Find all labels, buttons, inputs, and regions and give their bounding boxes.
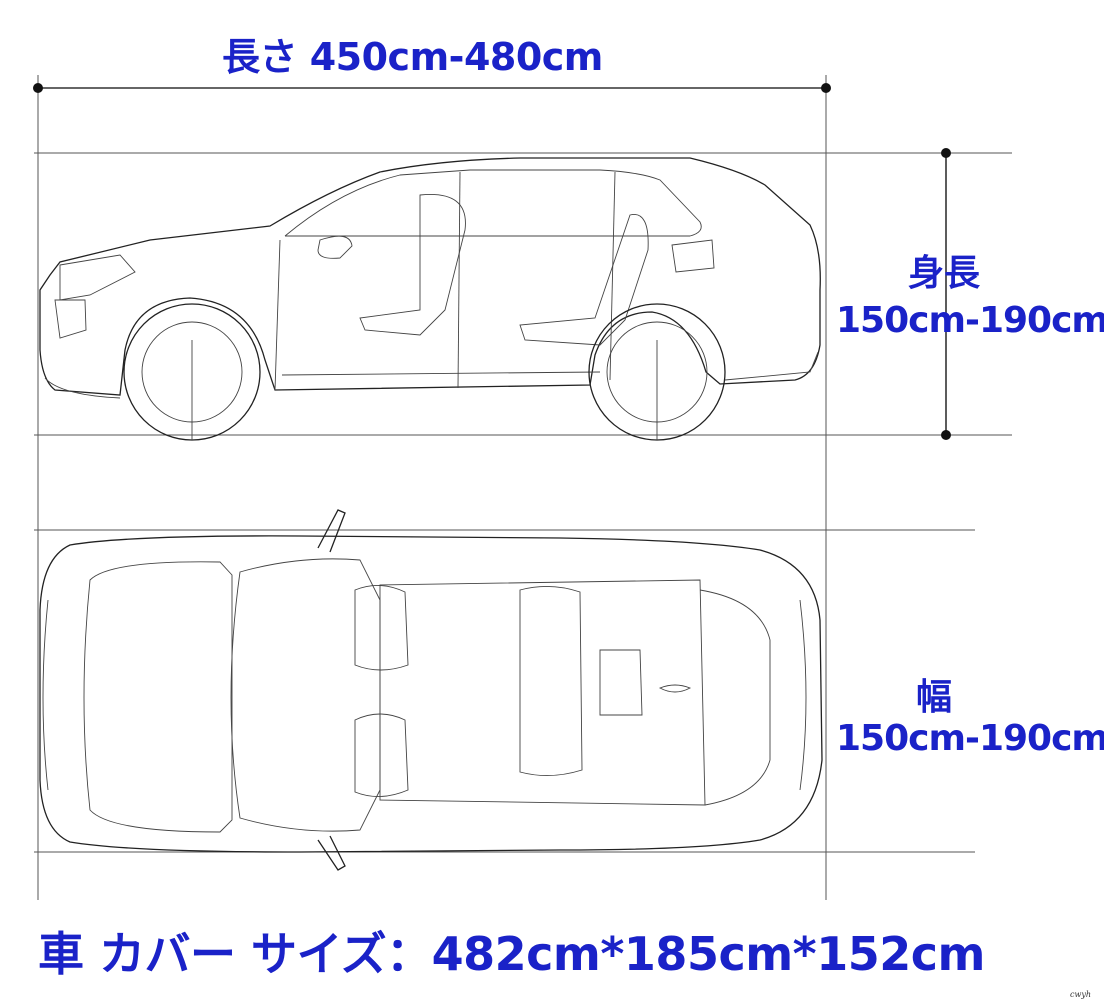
width-title: 幅: [916, 677, 953, 718]
dimension-lines: [33, 75, 1012, 900]
watermark: cwyh: [1070, 990, 1091, 999]
height-title: 身長: [908, 253, 981, 294]
cover-size-label: 車 カバー サイズ：482cm*185cm*152cm: [38, 927, 985, 981]
width-value: 150cm-190cm: [836, 718, 1104, 759]
car-top-view: [39, 509, 823, 871]
height-value: 150cm-190cm: [836, 300, 1104, 341]
car-side-view: [39, 157, 821, 441]
length-label: 長さ 450cm-480cm: [222, 35, 603, 79]
